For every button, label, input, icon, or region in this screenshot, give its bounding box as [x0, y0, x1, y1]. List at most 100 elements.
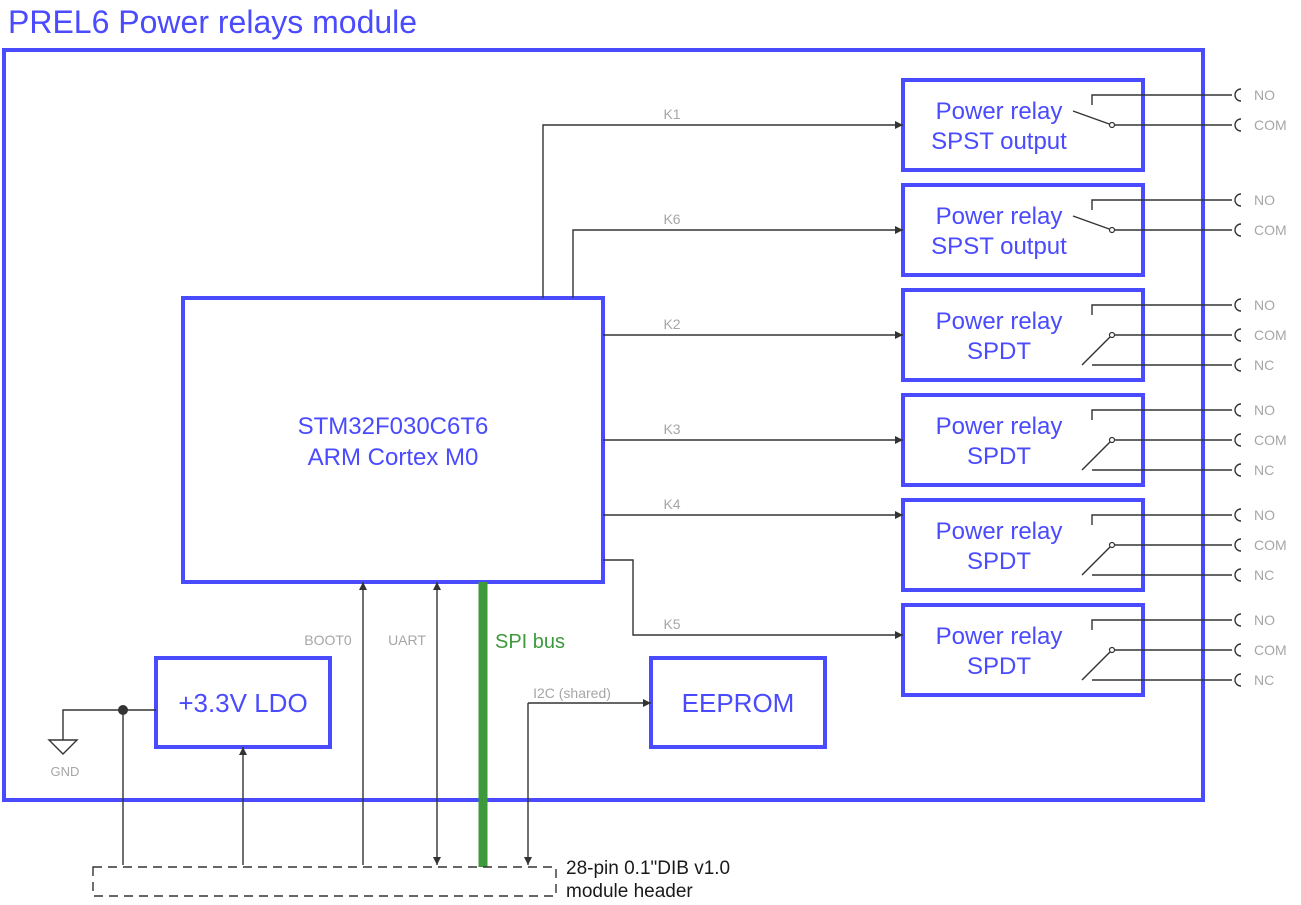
switch-arm: [1081, 544, 1113, 576]
contact-no-wire: [1091, 514, 1232, 525]
bottom-signals: GND BOOT0 UART SPI bus I2C (shared) 28-p…: [47, 582, 730, 902]
relay-type: SPST output: [931, 233, 1067, 260]
contact-label-no: NO: [1254, 612, 1275, 628]
switch-arm: [1081, 649, 1113, 681]
signal-label-k5: K5: [663, 616, 680, 632]
gnd-wire: [62, 709, 124, 865]
uart-label: UART: [388, 632, 426, 648]
relay-contacts: NO COM: [1072, 192, 1287, 238]
relay-contacts: NO COM NC: [1081, 402, 1287, 478]
wire-k5: [603, 559, 903, 639]
wire-k1: [542, 121, 903, 298]
junction-dot: [118, 705, 128, 715]
eeprom-label: EEPROM: [682, 688, 795, 718]
terminal-icon: [1234, 403, 1242, 417]
terminal-icon: [1234, 88, 1242, 102]
switch-arm: [1072, 215, 1113, 231]
relay-title: Power relay: [936, 308, 1063, 335]
contact-label-com: COM: [1254, 327, 1287, 343]
diagram-title: PREL6 Power relays module: [8, 4, 417, 40]
switch-pivot: [1108, 646, 1116, 654]
relay-box: [901, 393, 1145, 487]
terminal-icon: [1234, 358, 1242, 372]
contact-no-wire: [1091, 619, 1232, 630]
terminal-icon: [1234, 568, 1242, 582]
terminal-icon: [1234, 538, 1242, 552]
contact-label-no: NO: [1254, 507, 1275, 523]
contact-label-com: COM: [1254, 642, 1287, 658]
contact-label-com: COM: [1254, 117, 1287, 133]
terminal-icon: [1234, 433, 1242, 447]
terminal-icon: [1234, 463, 1242, 477]
boot0-label: BOOT0: [304, 632, 352, 648]
terminal-icon: [1234, 613, 1242, 627]
signal-label-k2: K2: [663, 316, 680, 332]
contact-label-com: COM: [1254, 432, 1287, 448]
relay-box: [901, 183, 1145, 277]
terminal-icon: [1234, 328, 1242, 342]
relay-type: SPST output: [931, 128, 1067, 155]
relay-type: SPDT: [967, 338, 1031, 365]
switch-pivot: [1108, 121, 1116, 129]
relay-type: SPDT: [967, 548, 1031, 575]
signal-label-k3: K3: [663, 421, 680, 437]
terminal-icon: [1234, 298, 1242, 312]
ground-symbol-icon: [47, 739, 79, 755]
contact-no-wire: [1091, 94, 1232, 105]
mcu-core: ARM Cortex M0: [308, 444, 479, 471]
module-header-outline: [92, 866, 557, 897]
spi-bus-label: SPI bus: [495, 631, 565, 653]
signal-label-k4: K4: [663, 496, 680, 512]
relay-contacts: NO COM NC: [1081, 297, 1287, 373]
relay-box: [901, 78, 1145, 172]
relay-box: [901, 288, 1145, 382]
contact-label-no: NO: [1254, 87, 1275, 103]
relay-title: Power relay: [936, 623, 1063, 650]
contact-label-nc: NC: [1254, 462, 1274, 478]
terminal-icon: [1234, 193, 1242, 207]
contact-no-wire: [1091, 199, 1232, 210]
contact-label-nc: NC: [1254, 567, 1274, 583]
switch-pivot: [1108, 436, 1116, 444]
switch-pivot: [1108, 331, 1116, 339]
relay-box: [901, 603, 1145, 697]
switch-arm: [1081, 334, 1113, 366]
gnd-label: GND: [51, 764, 80, 779]
relay-title: Power relay: [936, 98, 1063, 125]
switch-arm: [1072, 110, 1113, 126]
relay-box: [901, 498, 1145, 592]
switch-arm: [1081, 439, 1113, 471]
contact-label-no: NO: [1254, 297, 1275, 313]
signal-label-k6: K6: [663, 211, 680, 227]
i2c-label: I2C (shared): [533, 685, 611, 701]
contact-no-wire: [1091, 304, 1232, 315]
terminal-icon: [1234, 118, 1242, 132]
contact-label-nc: NC: [1254, 357, 1274, 373]
ldo-label: +3.3V LDO: [178, 688, 307, 718]
header-label-line1: 28-pin 0.1"DIB v1.0: [566, 858, 730, 879]
relay-signal-wires: [542, 121, 903, 639]
switch-pivot: [1108, 226, 1116, 234]
relay-title: Power relay: [936, 518, 1063, 545]
contact-label-no: NO: [1254, 192, 1275, 208]
mcu-part-number: STM32F030C6T6: [298, 413, 489, 440]
contact-label-com: COM: [1254, 222, 1287, 238]
contact-label-no: NO: [1254, 402, 1275, 418]
contact-no-wire: [1091, 409, 1232, 420]
relay-title: Power relay: [936, 203, 1063, 230]
terminal-icon: [1234, 508, 1242, 522]
header-label-line2: module header: [566, 881, 693, 902]
terminal-icon: [1234, 223, 1242, 237]
mcu-block: [181, 296, 605, 584]
relay-type: SPDT: [967, 653, 1031, 680]
signal-label-k1: K1: [663, 106, 680, 122]
module-outline: [2, 48, 1205, 802]
